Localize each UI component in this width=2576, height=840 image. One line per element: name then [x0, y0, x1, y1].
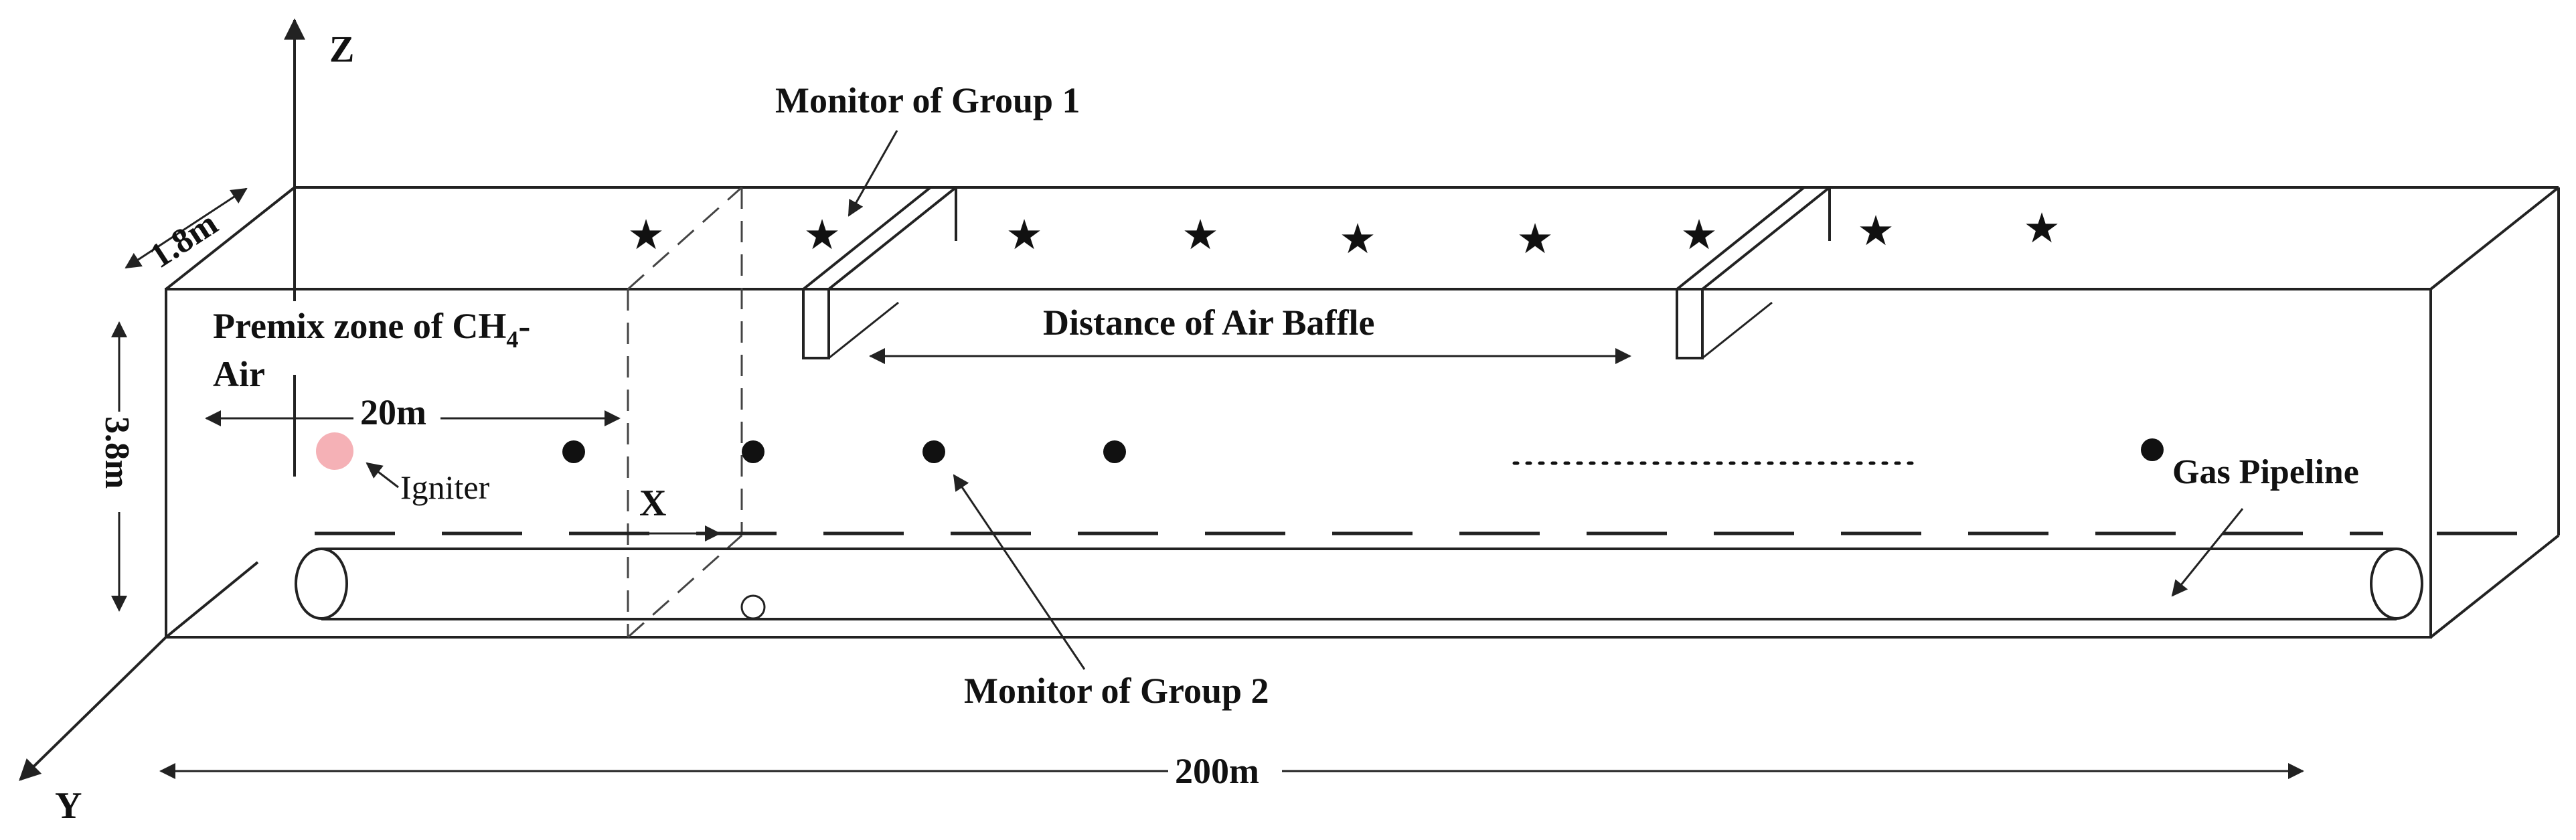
- igniter: Igniter: [316, 432, 490, 506]
- x-axis-label: X: [639, 483, 666, 524]
- monitor-group1-pointer: [848, 130, 898, 217]
- igniter-icon: [316, 432, 353, 470]
- monitor-star: ★: [1680, 210, 1718, 259]
- monitor-star: ★: [1182, 210, 1219, 259]
- gas-pipeline-pointer: [2171, 508, 2244, 597]
- monitor-dot: [2141, 438, 2164, 461]
- monitor-group2-dots: [562, 438, 2164, 465]
- igniter-pointer: [366, 462, 399, 489]
- gas-pipeline-label: Gas Pipeline: [2172, 453, 2359, 491]
- tunnel-depth-edge-bottom-left: [165, 561, 259, 639]
- y-axis: [19, 635, 169, 781]
- monitor-dot: [742, 440, 764, 463]
- y-axis-label: Y: [55, 785, 82, 827]
- premix-length-label: 20m: [360, 392, 426, 432]
- monitor-group1-stars: ★ ★ ★ ★ ★ ★ ★ ★ ★: [627, 203, 2061, 263]
- monitor-star: ★: [1339, 214, 1376, 263]
- z-axis-label: Z: [329, 29, 354, 70]
- baffle-distance-label: Distance of Air Baffle: [1043, 303, 1374, 343]
- width-label: 1.8m: [143, 204, 224, 276]
- premix-partition: [627, 186, 743, 639]
- monitor-star: ★: [1516, 214, 1554, 263]
- axes: Z Y X: [19, 18, 721, 827]
- premix-zone-label: Premix zone of CH4-: [213, 306, 530, 353]
- monitor-dot: [922, 440, 945, 463]
- monitor-group1-label: Monitor of Group 1: [775, 80, 1080, 120]
- monitor-dot: [562, 440, 585, 463]
- monitor-group2-label: Monitor of Group 2: [964, 671, 1269, 711]
- tunnel-box: [165, 186, 2560, 639]
- length-label: 200m: [1175, 751, 1259, 791]
- gas-pipeline: Gas Pipeline: [295, 453, 2423, 620]
- monitor-group2-pointer: [953, 474, 1086, 670]
- air-baffle-1: [802, 186, 957, 359]
- monitor-star: ★: [2023, 203, 2061, 252]
- premix-zone-label-line2: Air: [213, 354, 265, 394]
- width-dimension: [125, 187, 248, 269]
- igniter-label: Igniter: [400, 469, 490, 506]
- air-baffle-2: [1676, 186, 1831, 359]
- monitor-star: ★: [803, 210, 841, 259]
- pipeline-left-end: [295, 548, 348, 620]
- monitor-star: ★: [1857, 206, 1895, 255]
- tunnel-front-face: [165, 288, 2432, 639]
- monitor-star: ★: [627, 210, 665, 259]
- tunnel-depth-edge-bottom-right: [2429, 534, 2560, 639]
- height-label: 3.8m: [98, 416, 136, 489]
- pipeline-right-end: [2370, 548, 2423, 620]
- monitor-dot: [1103, 440, 1126, 463]
- monitor-star: ★: [1005, 210, 1043, 259]
- tunnel-depth-edge-top-right: [2429, 186, 2560, 290]
- premix-subscript: 4: [506, 326, 518, 353]
- pipeline-outlet: [740, 594, 766, 620]
